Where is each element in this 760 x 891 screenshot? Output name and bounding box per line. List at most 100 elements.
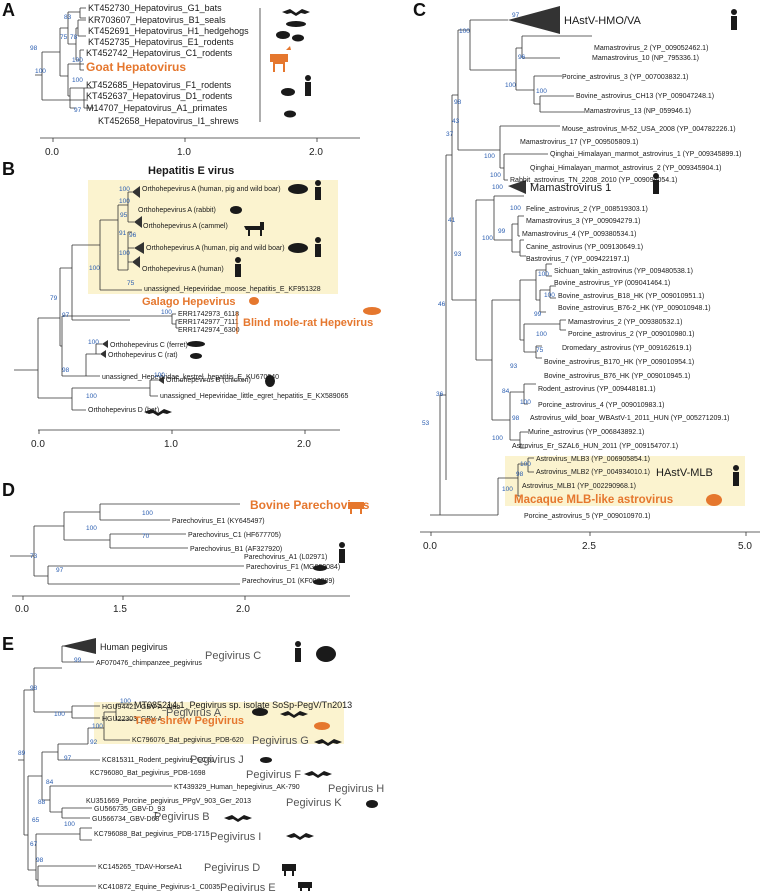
taxon-b: unassigned_Hepeviridae_moose_hepatitis_E…	[144, 286, 321, 293]
bat-icon	[304, 771, 332, 778]
bat-icon	[282, 9, 310, 16]
ferret-icon	[187, 341, 205, 347]
bootstrap-a: 98	[30, 45, 38, 52]
human-icon	[235, 257, 241, 277]
tick-label-a: 0.0	[45, 147, 59, 158]
taxon-b: Orthohepevirus A (human)	[142, 266, 224, 273]
seal-icon	[286, 21, 306, 27]
panel-letter-d: D	[2, 480, 15, 500]
human-icon	[733, 465, 739, 486]
human-icon	[315, 237, 321, 257]
taxon-e: KC796080_Bat_pegivirus_PDB-1698	[90, 770, 206, 777]
bootstrap-c: 97	[512, 12, 520, 19]
taxon-a-10: KT452658_Hepatovirus_I1_shrews	[98, 116, 239, 126]
bootstrap-e: 100	[54, 711, 65, 718]
camel-icon	[244, 222, 264, 236]
tick-label-c: 0.0	[423, 541, 437, 552]
bootstrap-c: 98	[454, 99, 462, 106]
bootstrap-b: 100	[88, 339, 99, 346]
taxon-a-2: KR703607_Hepatovirus_B1_seals	[88, 15, 226, 25]
taxon-d-bovine: Bovine Parechovirus	[250, 498, 370, 512]
bootstrap-b: 97	[62, 312, 70, 319]
taxon-e: KC796088_Bat_pegivirus_PDB-1715	[94, 831, 210, 838]
taxon-d: Parechovirus_F1 (MG600084)	[246, 564, 340, 571]
group-e: Pegivirus C	[205, 650, 261, 662]
bootstrap-d: 100	[142, 510, 153, 517]
bootstrap-d: 100	[86, 525, 97, 532]
taxon-c: Porcine_astrovirus_3 (YP_007003832.1)	[562, 74, 688, 81]
bat-icon	[314, 739, 342, 746]
taxon-b: unassigned_Hepeviridae_kestrel_hepatitis…	[102, 374, 279, 381]
bootstrap-d: 73	[30, 553, 38, 560]
bootstrap-b: 79	[50, 295, 58, 302]
taxon-d: Parechovirus_C1 (HF677705)	[188, 532, 281, 539]
taxon-b: Orthohepevirus A (cammel)	[143, 223, 228, 230]
bootstrap-c: 37	[446, 131, 454, 138]
bootstrap-b: 100	[86, 393, 97, 400]
group-label-mlb: HAstV-MLB	[656, 467, 713, 479]
bootstrap-c: 100	[492, 435, 503, 442]
taxon-b: Orthohepevirus A (rabbit)	[138, 207, 216, 214]
bootstrap-e: 89	[18, 750, 26, 757]
bootstrap-c: 43	[452, 118, 460, 125]
ferret-icon	[313, 565, 327, 571]
taxon-c: Mamastrovirus_2 (YP_009380532.1)	[568, 319, 682, 326]
collapsed-clade	[134, 242, 144, 254]
taxon-c-hmo: HAstV-HMO/VA	[564, 15, 641, 27]
tree-shrew-icon	[314, 722, 330, 730]
taxon-c: Mamastrovirus_13 (NP_059946.1)	[584, 108, 691, 115]
tick-label-d: 2.0	[236, 604, 250, 615]
bootstrap-b: 98	[62, 367, 70, 374]
group-e: Pegivirus I	[210, 831, 261, 843]
taxon-d: Parechovirus_D1 (KF006989)	[242, 578, 335, 585]
taxon-b: Orthohepevirus A (human, pig and wild bo…	[142, 186, 281, 193]
collapsed-clade-mamastro1	[508, 180, 526, 194]
taxon-c: Bovine_astrovirus_B18_HK (YP_009010951.1…	[558, 293, 704, 300]
taxon-c: Mamastrovirus_2 (YP_009052462.1)	[594, 45, 708, 52]
taxon-d: Parechovirus_A1 (L02971)	[244, 554, 327, 561]
pig-icon	[288, 243, 308, 253]
tree-shrew-highlight-box	[94, 702, 344, 744]
bootstrap-c: 93	[454, 251, 462, 258]
group-e: Pegivirus H	[328, 783, 384, 795]
collapsed-clade	[102, 340, 108, 348]
taxon-a-3: KT452691_Hepatovirus_H1_hedgehogs	[88, 26, 249, 36]
taxon-c-macaque: Macaque MLB-like astrovirus	[514, 494, 673, 506]
bootstrap-a: 75	[60, 34, 68, 41]
monkey-icon	[252, 708, 268, 716]
bootstrap-b: 95	[120, 212, 128, 219]
bootstrap-e: 67	[30, 841, 38, 848]
taxon-c: Canine_astrovirus (YP_009130649.1)	[526, 244, 643, 251]
panel-b-title: Hepatitis E virus	[148, 165, 234, 177]
rodent-icon	[260, 757, 272, 763]
bootstrap-c: 100	[510, 205, 521, 212]
taxon-c: Mamastrovirus_4 (YP_009380534.1)	[522, 231, 636, 238]
human-icon	[653, 173, 659, 194]
bootstrap-c: 99	[534, 311, 542, 318]
tick-label-b: 2.0	[297, 439, 311, 450]
panel-a: A KT452730_Hepatovirus_G1_bats KR703607_…	[2, 0, 360, 158]
galago-icon	[249, 297, 259, 305]
taxon-e: AF070476_chimpanzee_pegivirus	[96, 660, 202, 667]
bootstrap-b: 100	[119, 186, 130, 193]
taxon-c: Bovine_astrovirus_B170_HK (YP_009010954.…	[544, 359, 694, 366]
bootstrap-e: 100	[64, 821, 75, 828]
taxon-a-1: KT452730_Hepatovirus_G1_bats	[88, 3, 222, 13]
bootstrap-c: 100	[544, 292, 555, 299]
bootstrap-e: 92	[90, 739, 98, 746]
taxon-c: Bovine_astrovirus_B76-2_HK (YP_009010948…	[558, 305, 711, 312]
horse-icon	[298, 882, 312, 891]
bootstrap-a: 97	[74, 107, 82, 114]
taxon-c: Murine_astrovirus (YP_006843892.1)	[528, 429, 644, 436]
bootstrap-c: 100	[538, 271, 549, 278]
taxon-b: Orthohepevirus D (bat)	[88, 407, 159, 414]
bootstrap-c: 75	[536, 347, 544, 354]
panel-letter-b: B	[2, 159, 15, 179]
bootstrap-c: 100	[502, 486, 513, 493]
taxon-d: Parechovirus_E1 (KY645497)	[172, 518, 265, 525]
taxon-e: KC815311_Rodent_pegivirus_CC61	[102, 757, 215, 764]
taxon-c: Astrovirus_wild_boar_WBAstV-1_2011_HUN (…	[530, 415, 729, 422]
tick-label-d: 1.5	[113, 604, 127, 615]
taxon-c: Bovine_astrovirus_YP (009041464.1)	[554, 280, 670, 287]
